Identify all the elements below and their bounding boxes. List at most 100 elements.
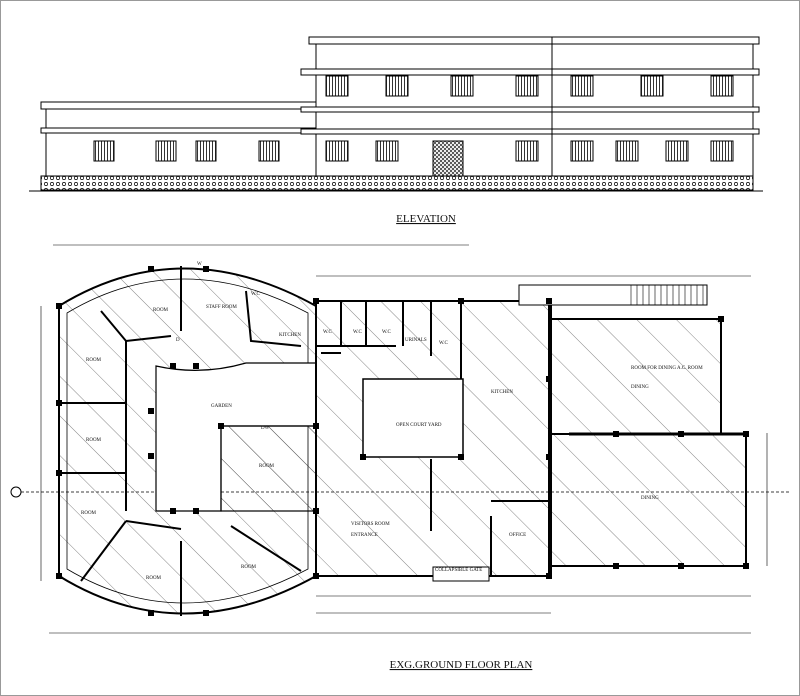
column-marker <box>313 298 319 304</box>
window-icon <box>515 75 539 97</box>
column-marker <box>313 508 319 514</box>
column-marker <box>148 408 154 414</box>
plan-title: EXG.GROUND FLOOR PLAN <box>390 659 533 671</box>
elevation-title: ELEVATION <box>396 213 456 225</box>
label-office: OFFICE <box>509 533 526 538</box>
label-collapsible-gate: COLLAPSIBLE GATE <box>435 568 482 573</box>
column-marker <box>193 508 199 514</box>
window-icon <box>570 75 594 97</box>
column-marker <box>458 454 464 460</box>
column-marker <box>148 453 154 459</box>
mid-slab <box>300 106 760 113</box>
column-marker <box>193 363 199 369</box>
column-marker <box>170 508 176 514</box>
window-icon <box>93 140 115 162</box>
column-marker <box>203 266 209 272</box>
window-icon <box>515 140 539 162</box>
entrance-grille <box>432 140 464 177</box>
window-icon <box>385 75 409 97</box>
label-entrance: ENTRANCE <box>351 533 378 538</box>
lower-sunshade <box>300 128 760 135</box>
open-courtyard <box>362 378 464 458</box>
column-marker <box>546 298 552 304</box>
label-room-sw: ROOM <box>146 576 162 581</box>
window-icon <box>325 75 349 97</box>
column-marker <box>546 376 552 382</box>
column-marker <box>743 431 749 437</box>
label-room-nw: ROOM <box>153 308 169 313</box>
elevation-windows <box>93 75 734 162</box>
column-marker <box>743 563 749 569</box>
column-marker <box>203 610 209 616</box>
column-marker <box>56 303 62 309</box>
label-room-w1: ROOM <box>86 358 102 363</box>
column-marker <box>546 573 552 579</box>
collapsible-gate <box>432 566 490 582</box>
window-icon <box>640 75 664 97</box>
label-wc-left: W.C <box>251 292 261 297</box>
column-marker <box>360 454 366 460</box>
upper-sunshade <box>300 68 760 76</box>
label-dw: DW <box>261 426 270 431</box>
stair <box>518 284 708 306</box>
plinth-band <box>40 175 754 191</box>
label-ac-room: ROOM FOR DINING A.C. ROOM <box>631 366 703 371</box>
column-marker <box>56 573 62 579</box>
label-room-se: ROOM <box>241 565 257 570</box>
label-dining-lower: DINING <box>641 496 659 501</box>
column-marker <box>613 431 619 437</box>
window-icon <box>710 75 734 97</box>
label-kitchen-left: KITCHEN <box>279 333 301 338</box>
elevation-view: ELEVATION <box>29 36 763 225</box>
column-marker <box>546 454 552 460</box>
label-room-center: ROOM <box>259 464 275 469</box>
center-room <box>220 425 317 512</box>
column-marker <box>218 423 224 429</box>
window-icon <box>665 140 689 162</box>
label-kitchen-mid: KITCHEN <box>491 390 513 395</box>
window-icon <box>155 140 177 162</box>
column-marker <box>56 400 62 406</box>
label-door: D <box>176 338 180 343</box>
column-marker <box>170 363 176 369</box>
window-icon <box>615 140 639 162</box>
column-marker <box>148 610 154 616</box>
low-sunshade <box>40 127 318 134</box>
label-urinals: URINALS <box>405 338 427 343</box>
window-icon <box>570 140 594 162</box>
ac-dining-room <box>550 318 722 435</box>
label-wc3: W.C <box>382 330 392 335</box>
label-room-w2: ROOM <box>86 438 102 443</box>
label-room-w3: ROOM <box>81 511 97 516</box>
window-icon <box>325 140 349 162</box>
column-marker <box>718 316 724 322</box>
label-dining-upper: DINING <box>631 385 649 390</box>
column-marker <box>313 423 319 429</box>
low-parapet <box>40 101 320 110</box>
label-window: W <box>197 262 202 267</box>
columns <box>56 266 749 616</box>
window-icon <box>375 140 399 162</box>
column-marker <box>313 573 319 579</box>
column-marker <box>678 431 684 437</box>
column-marker <box>458 298 464 304</box>
label-wc2: W.C <box>353 330 363 335</box>
column-marker <box>613 563 619 569</box>
window-icon <box>710 140 734 162</box>
window-icon <box>258 140 280 162</box>
window-icon <box>195 140 217 162</box>
section-marker-icon <box>10 486 22 498</box>
room-labels: ROOM STAFF ROOM W.C KITCHEN ROOM ROOM RO… <box>81 262 703 581</box>
label-visitors: VISITORS ROOM <box>351 522 390 527</box>
label-staff-room: STAFF ROOM <box>206 305 237 310</box>
column-marker <box>148 266 154 272</box>
label-open-court: OPEN COURT YARD <box>396 423 442 428</box>
label-garden: GARDEN <box>211 404 232 409</box>
left-wing-walls <box>59 266 302 616</box>
column-marker <box>56 470 62 476</box>
label-wc4: W.C <box>439 341 449 346</box>
dining-hall <box>550 433 747 567</box>
column-marker <box>678 563 684 569</box>
